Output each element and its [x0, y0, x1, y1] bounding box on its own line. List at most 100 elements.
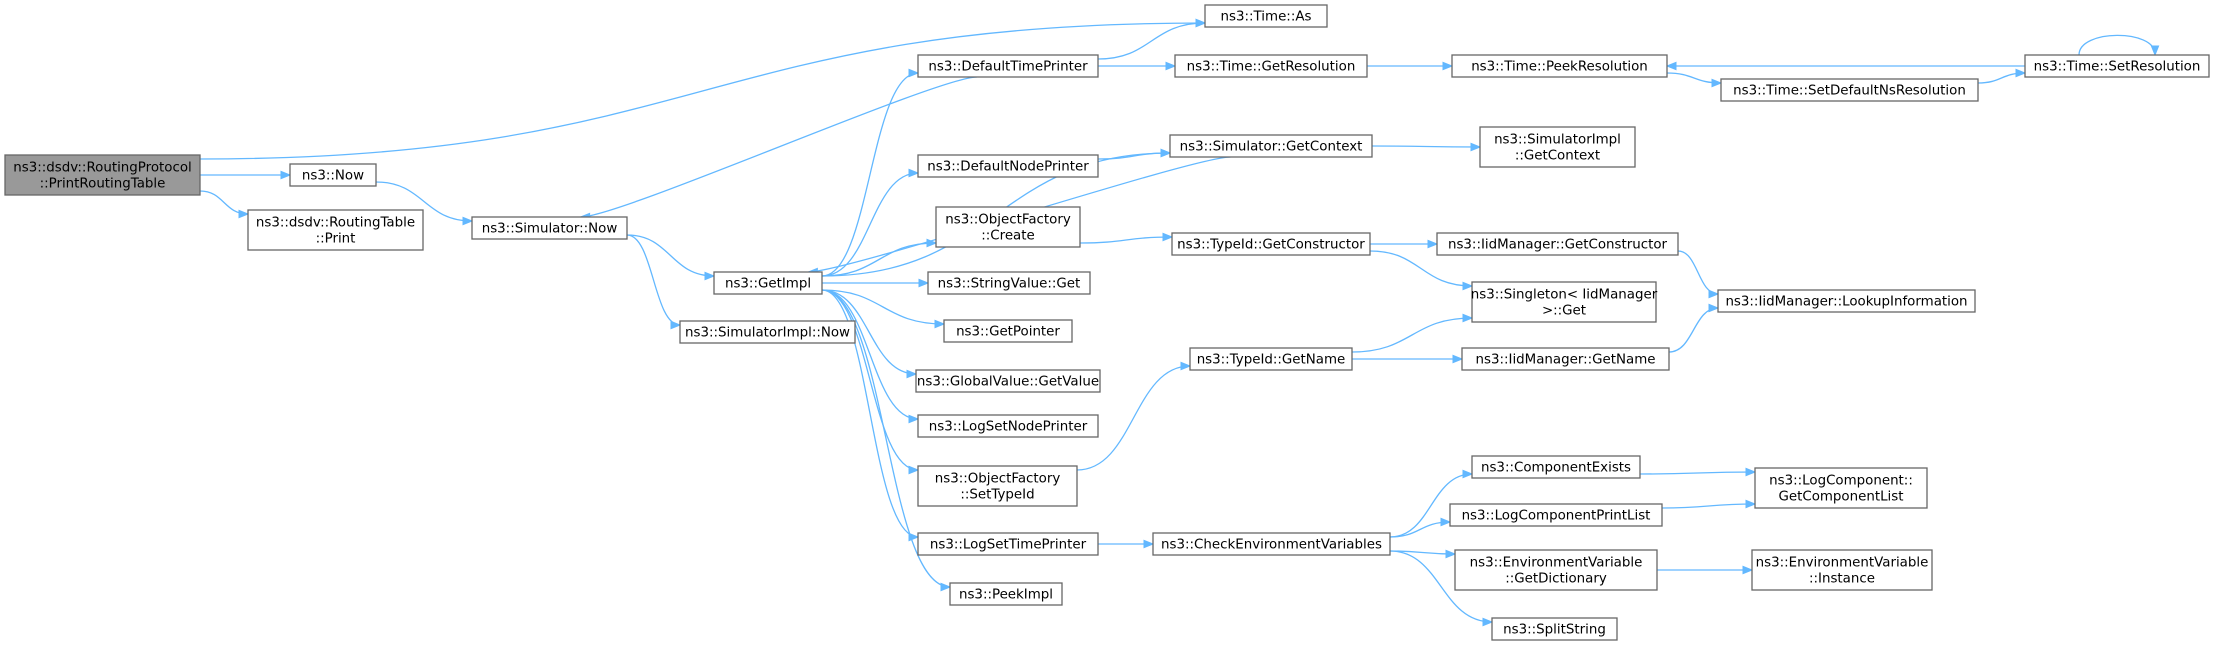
node-box[interactable]: [471, 216, 628, 240]
edge-logcompprint-to-logcompgetlist: [1661, 499, 1757, 509]
node-label: ns3::Simulator::GetContext: [1180, 140, 1363, 155]
node-checkenv[interactable]: ns3::CheckEnvironmentVariables: [1152, 532, 1391, 556]
node-timepeekres[interactable]: ns3::Time::PeekResolution: [1451, 54, 1668, 78]
node-label: ns3::Time::GetResolution: [1187, 60, 1356, 75]
node-box[interactable]: [917, 414, 1099, 438]
node-box[interactable]: [4, 154, 201, 196]
node-stringvalueget[interactable]: ns3::StringValue::Get: [927, 271, 1091, 295]
node-label: ns3::SimulatorImpl: [1494, 133, 1621, 148]
node-logcompgetlist[interactable]: ns3::LogComponent::GetComponentList: [1754, 467, 1928, 509]
node-box[interactable]: [1451, 54, 1668, 78]
node-envinstance[interactable]: ns3::EnvironmentVariable::Instance: [1751, 549, 1933, 591]
edge-typeidgetctor-to-singleton: [1369, 250, 1474, 291]
node-box[interactable]: [289, 163, 377, 187]
node-defaultnodeprinter[interactable]: ns3::DefaultNodePrinter: [917, 154, 1099, 178]
node-box[interactable]: [927, 271, 1091, 295]
node-ofsettypeid[interactable]: ns3::ObjectFactory::SetTypeId: [917, 465, 1078, 507]
node-label: ns3::LogSetTimePrinter: [930, 538, 1087, 553]
edges-layer: [199, 18, 2160, 627]
node-typeidgetctor[interactable]: ns3::TypeId::GetConstructor: [1171, 232, 1371, 256]
node-logcompprint[interactable]: ns3::LogComponentPrintList: [1449, 503, 1663, 527]
node-box[interactable]: [247, 209, 424, 251]
node-box[interactable]: [917, 154, 1099, 178]
node-box[interactable]: [917, 54, 1099, 78]
node-compexists[interactable]: ns3::ComponentExists: [1471, 455, 1641, 479]
node-label: ns3::Singleton< IidManager: [1471, 288, 1658, 303]
node-now[interactable]: ns3::Now: [289, 163, 377, 187]
node-label: ns3::Time::As: [1221, 10, 1312, 25]
node-box[interactable]: [1454, 549, 1658, 591]
node-box[interactable]: [949, 582, 1063, 606]
node-box[interactable]: [1720, 78, 1979, 102]
node-box[interactable]: [2024, 54, 2210, 78]
node-defaulttimeprinter[interactable]: ns3::DefaultTimePrinter: [917, 54, 1099, 78]
node-globalvalue[interactable]: ns3::GlobalValue::GetValue: [915, 369, 1101, 393]
node-label: ns3::Now: [302, 169, 364, 184]
node-box[interactable]: [713, 271, 823, 295]
node-simgetctx[interactable]: ns3::Simulator::GetContext: [1169, 134, 1373, 158]
node-label: ::GetDictionary: [1505, 572, 1607, 587]
node-label: ns3::IidManager::LookupInformation: [1725, 295, 1967, 310]
node-typeidgetname[interactable]: ns3::TypeId::GetName: [1189, 347, 1353, 371]
node-box[interactable]: [1204, 4, 1328, 28]
node-box[interactable]: [1471, 281, 1657, 323]
node-setdefaultns[interactable]: ns3::Time::SetDefaultNsResolution: [1720, 78, 1979, 102]
node-label: ns3::LogComponentPrintList: [1462, 509, 1651, 524]
edge-typeidgetctor-to-iidgetctor: [1370, 239, 1439, 249]
node-splitstring[interactable]: ns3::SplitString: [1491, 617, 1618, 641]
node-timegetres[interactable]: ns3::Time::GetResolution: [1174, 54, 1368, 78]
node-simimplnow[interactable]: ns3::SimulatorImpl::Now: [679, 320, 856, 344]
edge-getimpl-to-ofsettypeid: [821, 289, 920, 475]
node-rtprint[interactable]: ns3::dsdv::RoutingTable::Print: [247, 209, 424, 251]
node-simimplgetctx[interactable]: ns3::SimulatorImpl::GetContext: [1479, 126, 1636, 168]
edge-timesetres-to-timesetres: [2078, 34, 2160, 57]
node-box[interactable]: [935, 206, 1081, 248]
node-box[interactable]: [1174, 54, 1368, 78]
edge-checkenv-to-logcompprint: [1389, 517, 1452, 538]
node-box[interactable]: [917, 532, 1099, 556]
node-envgetdict[interactable]: ns3::EnvironmentVariable::GetDictionary: [1454, 549, 1658, 591]
edge-getimpl-to-defaulttimeprinter: [821, 68, 920, 277]
node-box[interactable]: [1169, 134, 1373, 158]
node-box[interactable]: [943, 319, 1073, 343]
node-iidgetctor[interactable]: ns3::IidManager::GetConstructor: [1436, 232, 1679, 256]
node-box[interactable]: [1471, 455, 1641, 479]
node-label: ns3::EnvironmentVariable: [1470, 556, 1643, 571]
edge-getimpl-to-defaultnodeprinter: [821, 168, 920, 277]
node-box[interactable]: [1751, 549, 1933, 591]
node-iidgetname[interactable]: ns3::IidManager::GetName: [1461, 347, 1670, 371]
edge-setdefaultns-to-timesetres: [1977, 68, 2027, 84]
node-box[interactable]: [1491, 617, 1618, 641]
node-box[interactable]: [1436, 232, 1679, 256]
edge-ofcreate-to-typeidgetctor: [1079, 232, 1174, 244]
node-box[interactable]: [917, 465, 1078, 507]
node-ofcreate[interactable]: ns3::ObjectFactory::Create: [935, 206, 1081, 248]
node-box[interactable]: [915, 369, 1101, 393]
edge-now-to-simnow: [375, 181, 474, 226]
node-singleton[interactable]: ns3::Singleton< IidManager>::Get: [1471, 281, 1658, 323]
node-getpointer[interactable]: ns3::GetPointer: [943, 319, 1073, 343]
node-box[interactable]: [1754, 467, 1928, 509]
edge-getimpl-to-globalvalue: [821, 289, 918, 379]
node-timeas[interactable]: ns3::Time::As: [1204, 4, 1328, 28]
node-label: ns3::Time::SetResolution: [2034, 60, 2201, 75]
node-box[interactable]: [679, 320, 856, 344]
node-box[interactable]: [1189, 347, 1353, 371]
node-box[interactable]: [1171, 232, 1371, 256]
edge-checkenv-to-compexists: [1389, 469, 1474, 538]
node-iidlookup[interactable]: ns3::IidManager::LookupInformation: [1717, 289, 1976, 313]
node-box[interactable]: [1479, 126, 1636, 168]
node-root[interactable]: ns3::dsdv::RoutingProtocol::PrintRouting…: [4, 154, 201, 196]
node-box[interactable]: [1461, 347, 1670, 371]
node-getimpl[interactable]: ns3::GetImpl: [713, 271, 823, 295]
node-box[interactable]: [1152, 532, 1391, 556]
node-simnow[interactable]: ns3::Simulator::Now: [471, 216, 628, 240]
edge-defaultnodeprinter-to-simgetctx: [1097, 148, 1172, 160]
node-box[interactable]: [1449, 503, 1663, 527]
node-logsetnode[interactable]: ns3::LogSetNodePrinter: [917, 414, 1099, 438]
node-timesetres[interactable]: ns3::Time::SetResolution: [2024, 54, 2210, 78]
node-peekimpl[interactable]: ns3::PeekImpl: [949, 582, 1063, 606]
node-logsettime[interactable]: ns3::LogSetTimePrinter: [917, 532, 1099, 556]
node-label: ns3::TypeId::GetConstructor: [1177, 238, 1365, 253]
node-box[interactable]: [1717, 289, 1976, 313]
